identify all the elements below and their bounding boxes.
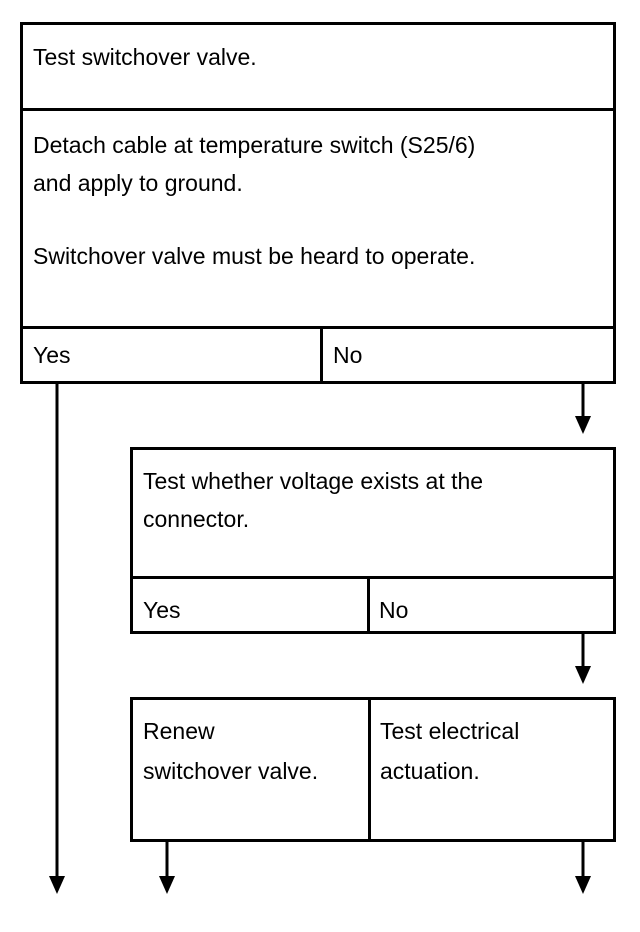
- step1-no-label: No: [333, 342, 363, 368]
- step3-left-line1: Renew: [143, 718, 215, 744]
- step3-right-line1: Test electrical: [380, 718, 520, 744]
- step2-yes-label: Yes: [143, 597, 181, 623]
- step1-box: [20, 22, 616, 384]
- arrow-no-step2-head: [575, 666, 591, 684]
- step1-yes-label: Yes: [33, 342, 71, 368]
- step3-separator: [368, 697, 371, 842]
- step3-box: [130, 697, 616, 842]
- step2-answer-separator: [367, 576, 370, 634]
- step1-instruction-line2: and apply to ground.: [33, 170, 243, 196]
- step1-title-divider: [20, 108, 616, 111]
- step1-answer-divider: [20, 326, 616, 329]
- step1-title: Test switchover valve.: [33, 44, 257, 70]
- step2-no-label: No: [379, 597, 409, 623]
- step3-left-line2: switchover valve.: [143, 758, 319, 784]
- step2-answer-divider: [130, 576, 616, 579]
- step1-instruction-line3: Switchover valve must be heard to operat…: [33, 243, 476, 269]
- arrow-yes-step1-head: [49, 876, 65, 894]
- step2-text-line2: connector.: [143, 506, 250, 532]
- step1-instruction-line1: Detach cable at temperature switch (S25/…: [33, 132, 476, 158]
- arrow-step3-right-head: [575, 876, 591, 894]
- arrow-no-step1-head: [575, 416, 591, 434]
- step3-right-line2: actuation.: [380, 758, 480, 784]
- step2-text-line1: Test whether voltage exists at the: [143, 468, 484, 494]
- arrow-step3-left-head: [159, 876, 175, 894]
- step2-box: [130, 447, 616, 634]
- step1-answer-separator: [320, 326, 323, 384]
